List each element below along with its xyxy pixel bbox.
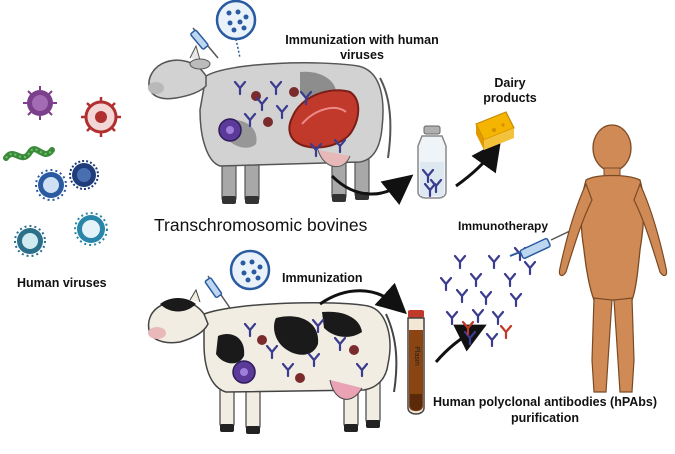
magnifier-top-icon bbox=[215, 0, 257, 59]
cow-bottom-illustration bbox=[147, 288, 398, 434]
antibody-cloud bbox=[439, 246, 537, 348]
magnifier-bottom-icon bbox=[229, 249, 271, 291]
virus-cyan-icon bbox=[74, 212, 108, 246]
cow-top-illustration bbox=[148, 44, 392, 204]
label-immunotherapy: Immunotherapy bbox=[458, 219, 549, 233]
arrow-cow-to-tube bbox=[319, 282, 407, 315]
label-transchromosomic-bovines: Transchromosomic bovines bbox=[154, 215, 368, 235]
virus-teal-icon bbox=[14, 225, 46, 257]
vial-icon bbox=[417, 125, 447, 199]
label-plasma-tube: Plasm bbox=[413, 346, 420, 366]
virus-blue-icon bbox=[35, 169, 67, 201]
label-hpabs-purification: Human polyclonal antibodies (hPAbs) puri… bbox=[432, 395, 658, 425]
virus-red-icon bbox=[81, 97, 121, 137]
cheese-icon bbox=[475, 111, 515, 150]
label-dairy-products: Dairy products bbox=[483, 76, 537, 105]
immunotherapy-syringe-icon bbox=[509, 229, 573, 259]
syringe-bottom-icon bbox=[204, 275, 231, 309]
arrow-cow-to-vial bbox=[330, 174, 414, 205]
plasma-tube-icon bbox=[407, 310, 425, 415]
label-immunization-bottom: Immunization bbox=[282, 271, 363, 285]
arrow-vial-to-dairy bbox=[455, 140, 501, 188]
human-viruses-group bbox=[3, 86, 121, 257]
virus-purple-icon bbox=[23, 86, 57, 120]
label-human-viruses: Human viruses bbox=[17, 276, 107, 290]
virus-green-filament-icon bbox=[3, 146, 55, 161]
arrow-tube-to-antibodies bbox=[434, 324, 487, 363]
virus-navy-icon bbox=[69, 160, 99, 190]
syringe-top-icon bbox=[190, 27, 219, 59]
human-figure bbox=[558, 124, 668, 393]
label-immunization-top: Immunization with human viruses bbox=[285, 33, 439, 62]
